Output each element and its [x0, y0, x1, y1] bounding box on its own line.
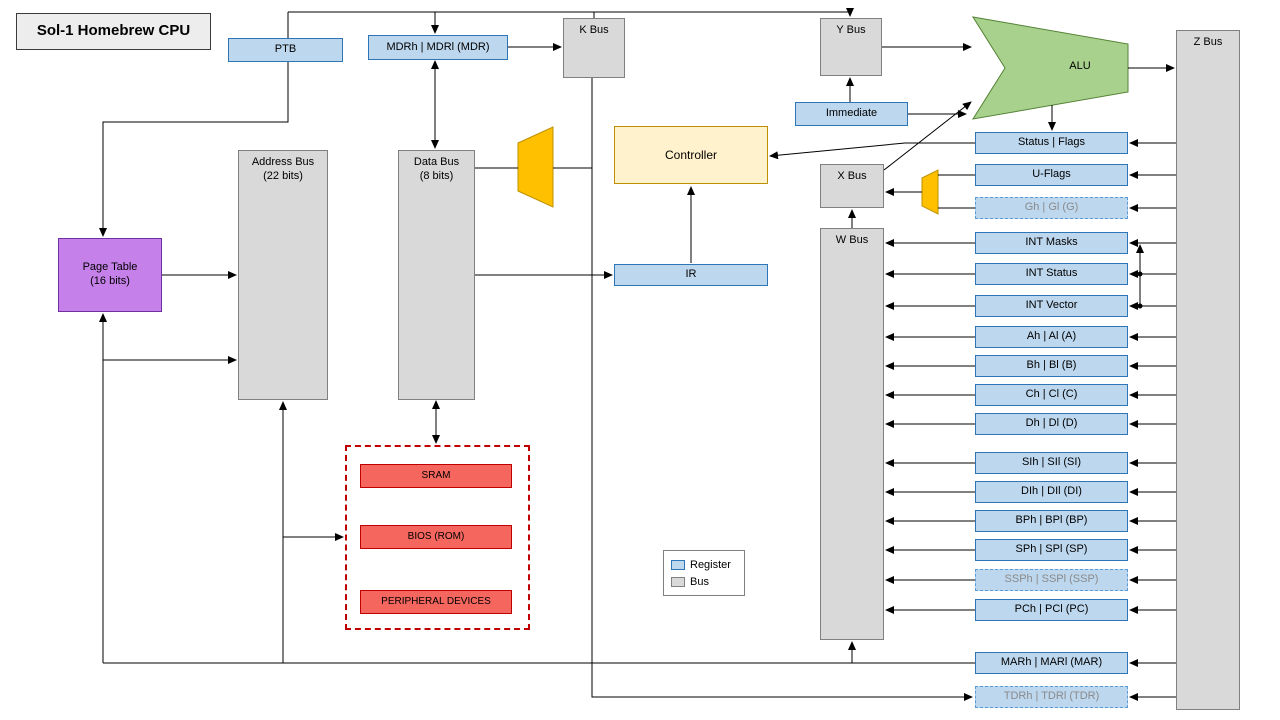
register-pc: PCh | PCl (PC) — [975, 599, 1128, 621]
databus-mux-shape — [517, 126, 554, 208]
legend-bus-label: Bus — [690, 575, 709, 588]
memory-region — [345, 445, 530, 630]
y-bus: Y Bus — [820, 18, 882, 76]
data-bus-width: (8 bits) — [419, 169, 454, 182]
page-title: Sol-1 Homebrew CPU — [16, 13, 211, 50]
register-d: Dh | Dl (D) — [975, 413, 1128, 435]
address-bus: Address Bus (22 bits) — [238, 150, 328, 400]
page-table-block: Page Table (16 bits) — [58, 238, 162, 312]
immediate-register: Immediate — [795, 102, 908, 126]
register-a: Ah | Al (A) — [975, 326, 1128, 348]
data-bus-label: Data Bus — [413, 156, 460, 168]
k-bus: K Bus — [563, 18, 625, 78]
register-int-masks: INT Masks — [975, 232, 1128, 254]
register-int-vector: INT Vector — [975, 295, 1128, 317]
register-si: SIh | SIl (SI) — [975, 452, 1128, 474]
register-int-status: INT Status — [975, 263, 1128, 285]
register-di: DIh | DIl (DI) — [975, 481, 1128, 503]
w-bus: W Bus — [820, 228, 884, 640]
sram-block: SRAM — [360, 464, 512, 488]
legend: Register Bus — [663, 550, 745, 596]
address-bus-label: Address Bus — [251, 156, 315, 168]
legend-item-register: Register — [671, 559, 744, 571]
register-status-flags: Status | Flags — [975, 132, 1128, 154]
register-tdr: TDRh | TDRl (TDR) — [975, 686, 1128, 708]
legend-item-bus: Bus — [671, 576, 744, 588]
peripherals-block: PERIPHERAL DEVICES — [360, 590, 512, 614]
legend-register-label: Register — [690, 558, 731, 571]
bus-swatch-icon — [671, 576, 685, 587]
alu-shape — [971, 16, 1129, 120]
page-table-label: Page Table — [82, 261, 138, 274]
register-g: Gh | Gl (G) — [975, 197, 1128, 219]
register-b: Bh | Bl (B) — [975, 355, 1128, 377]
register-bp: BPh | BPl (BP) — [975, 510, 1128, 532]
register-c: Ch | Cl (C) — [975, 384, 1128, 406]
mdr-register: MDRh | MDRl (MDR) — [368, 35, 508, 60]
register-ssp: SSPh | SSPl (SSP) — [975, 569, 1128, 591]
x-bus: X Bus — [820, 164, 884, 208]
alu-label: ALU — [1069, 60, 1091, 72]
address-bus-width: (22 bits) — [263, 169, 303, 182]
register-u-flags: U-Flags — [975, 164, 1128, 186]
junction-dot — [1137, 271, 1143, 277]
ptb-register: PTB — [228, 38, 343, 62]
data-bus: Data Bus (8 bits) — [398, 150, 475, 400]
controller-block: Controller — [614, 126, 768, 184]
bios-block: BIOS (ROM) — [360, 525, 512, 549]
ir-register: IR — [614, 264, 768, 286]
xbus-mux-shape — [921, 169, 939, 215]
register-sp: SPh | SPl (SP) — [975, 539, 1128, 561]
z-bus: Z Bus — [1176, 30, 1240, 710]
page-table-width: (16 bits) — [90, 275, 130, 287]
register-swatch-icon — [671, 559, 685, 570]
junction-dot — [1137, 303, 1143, 309]
register-mar: MARh | MARl (MAR) — [975, 652, 1128, 674]
